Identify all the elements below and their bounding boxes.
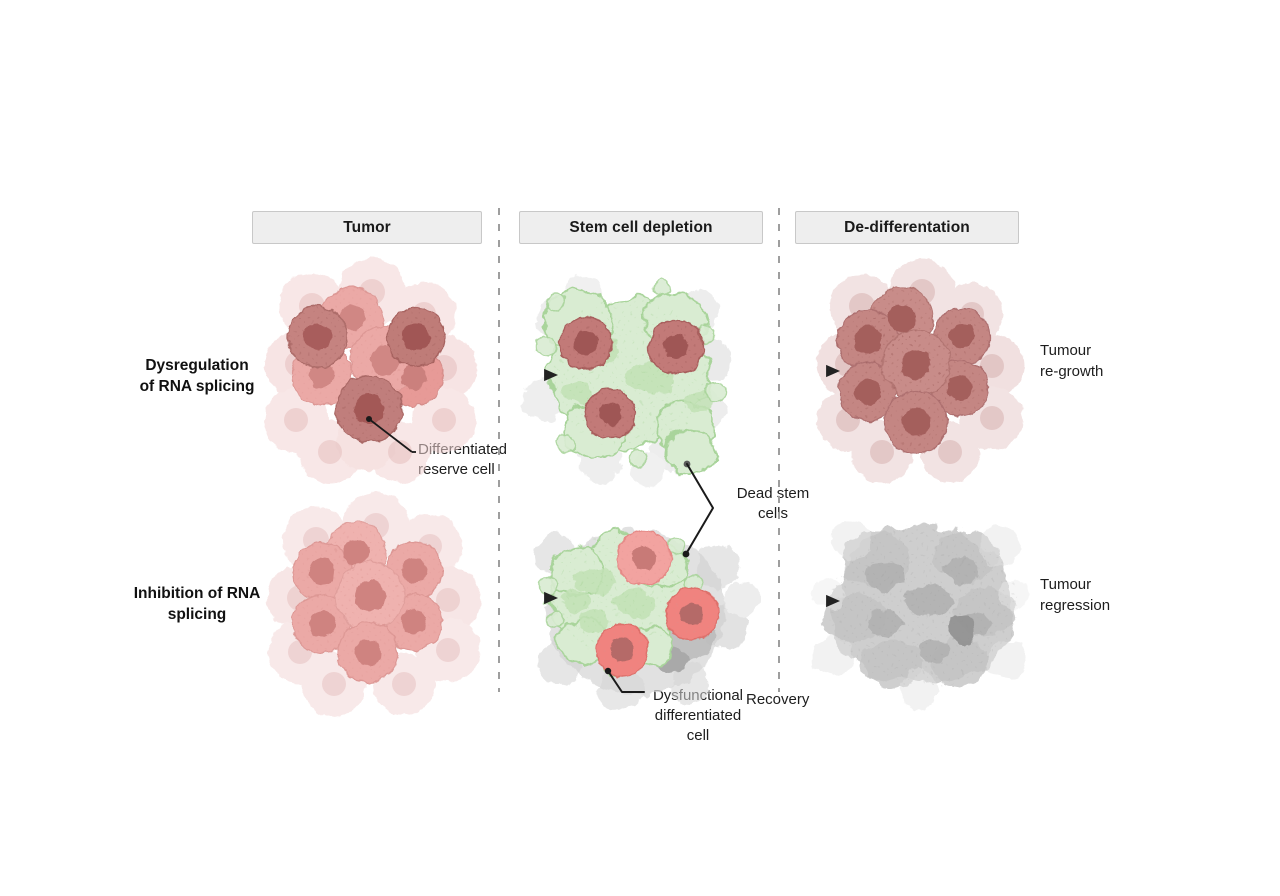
leader-dead-stem-cells <box>682 460 714 558</box>
column-header-de-differentation-label: De-differentation <box>844 218 970 236</box>
column-header-de-differentation: De-differentation <box>795 211 1019 244</box>
outcome-label-tumour-re-growth: Tumour re-growth <box>1040 342 1104 380</box>
cluster-depletion-dysregulation <box>524 274 732 488</box>
cluster-dediff-inhibition <box>812 520 1030 710</box>
column-header-stem-cell-depletion-label: Stem cell depletion <box>569 218 713 236</box>
cluster-tumor-inhibition <box>267 492 481 716</box>
row-label-dysregulation: Dysregulation of RNA splicing <box>139 357 255 395</box>
outcome-label-tumour-regression: Tumour regression <box>1040 576 1111 614</box>
leader-differentiated-reserve-cell <box>366 416 416 453</box>
annotation-dead-stem-cells: Dead stem cells <box>736 485 810 522</box>
leader-dysfunctional-differentiated-cell <box>604 667 645 693</box>
cluster-depletion-inhibition <box>534 530 760 710</box>
column-header-tumor-label: Tumor <box>343 218 391 236</box>
row-label-inhibition: Inhibition of RNA splicing <box>133 585 261 623</box>
annotation-recovery: Recovery <box>746 691 810 708</box>
cluster-tumor-dysregulation <box>264 258 477 484</box>
column-header-tumor: Tumor <box>252 211 482 244</box>
column-header-stem-cell-depletion: Stem cell depletion <box>519 211 763 244</box>
cluster-dediff-dysregulation <box>816 259 1024 483</box>
